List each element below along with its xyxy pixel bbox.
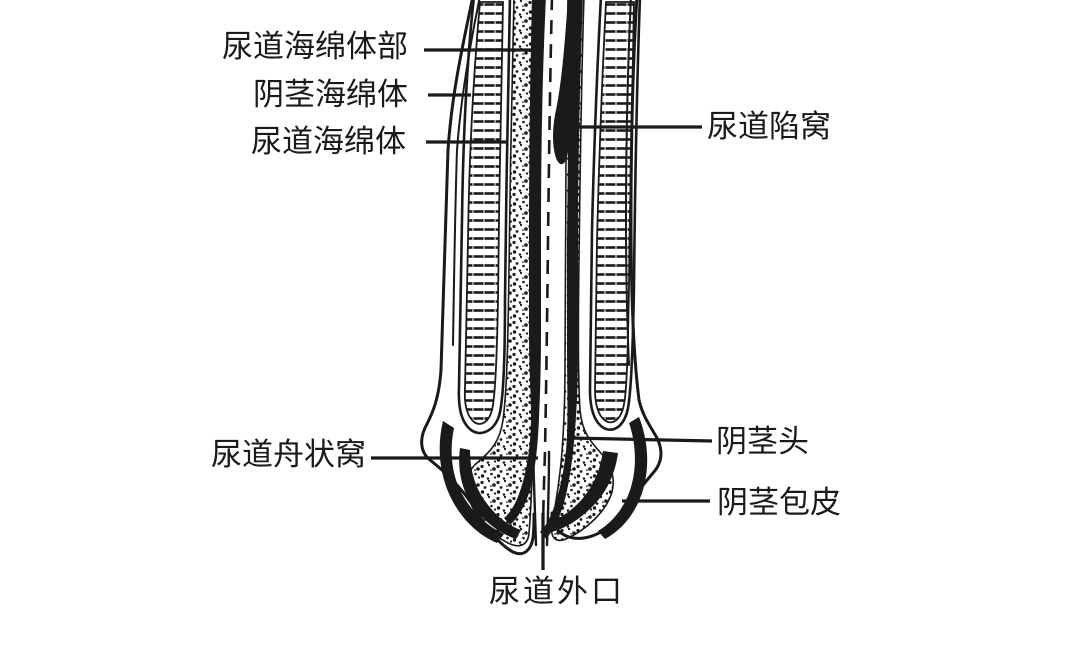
label-urethral-lacuna: 尿道陷窝 (707, 109, 831, 145)
leader-urethral-lacuna (555, 125, 702, 140)
right-urethra-wall-with-lacuna (540, 0, 583, 539)
label-external-urethral-orifice: 尿道外口 (489, 574, 625, 610)
right-prepuce-fold-crescent (598, 417, 648, 539)
right-skin-contour (550, 0, 663, 540)
label-corpus-cavernosum: 阴茎海绵体 (253, 77, 408, 113)
left-cavernosum-hatching (463, 1, 504, 425)
right-inner-contour (624, 0, 632, 366)
left-inner-contour (452, 0, 481, 346)
label-glans-penis: 阴茎头 (716, 424, 809, 460)
label-spongy-urethra-part: 尿道海绵体部 (222, 29, 408, 65)
label-corpus-spongiosum: 尿道海绵体 (251, 124, 406, 160)
right-glans-dark-arc (548, 451, 618, 532)
leader-spongy-urethra-part (424, 48, 536, 57)
left-skin-contour (420, 0, 536, 556)
label-prepuce: 阴茎包皮 (717, 485, 841, 521)
leader-glans-penis (569, 436, 713, 443)
left-urethra-wall (504, 0, 546, 525)
fossa-left-wall (531, 450, 538, 547)
leader-lines (371, 48, 713, 570)
label-navicular-fossa: 尿道舟状窝 (211, 437, 366, 473)
urethra-lumen-dashed-line (541, 0, 554, 541)
fossa-right-wall (545, 450, 551, 547)
outer-contours (420, 0, 663, 556)
